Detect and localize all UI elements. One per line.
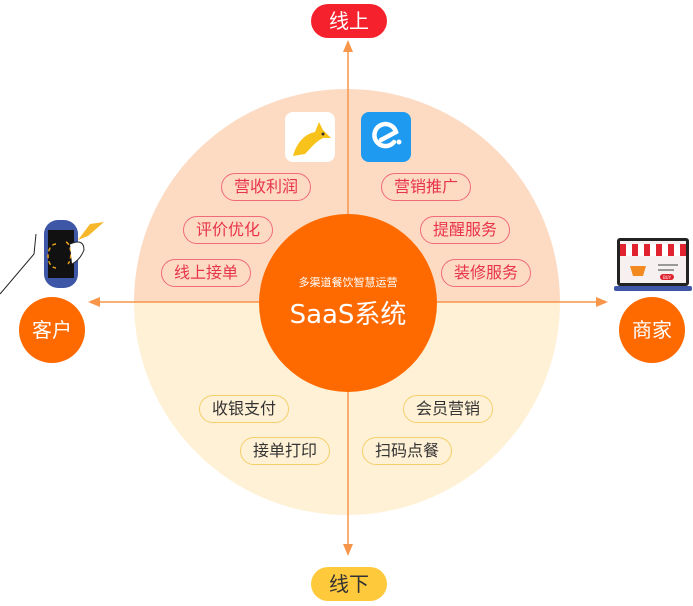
- feature-pill: 会员营销: [403, 395, 494, 423]
- arrow-up-icon: [343, 40, 353, 52]
- feature-pill: 线上接单: [161, 259, 252, 287]
- feature-pill: 扫码点餐: [362, 437, 453, 465]
- online-label: 线上: [311, 4, 387, 38]
- customer-node: 客户: [19, 297, 85, 363]
- feature-pill: 装修服务: [441, 259, 532, 287]
- merchant-node: 商家: [619, 297, 685, 363]
- meituan-kangaroo-icon: [285, 112, 335, 162]
- saas-core: 多渠道餐饮智慧运营 SaaS系统: [259, 214, 437, 392]
- offline-label: 线下: [311, 567, 387, 601]
- arrow-right-icon: [596, 297, 608, 307]
- feature-pill: 收银支付: [199, 395, 290, 423]
- core-title: SaaS系统: [289, 300, 407, 330]
- core-subtitle: 多渠道餐饮智慧运营: [298, 276, 398, 289]
- arrow-down-icon: [343, 544, 353, 556]
- buy-text: BUY: [663, 275, 672, 280]
- feature-pill: 评价优化: [183, 216, 274, 244]
- eleme-icon: [361, 112, 411, 162]
- arrow-left-icon: [88, 297, 100, 307]
- feature-pill: 提醒服务: [420, 216, 511, 244]
- phone-in-hand-icon: [0, 220, 104, 295]
- feature-pill: 接单打印: [240, 437, 331, 465]
- online-shop-laptop-icon: BUY: [614, 238, 692, 291]
- feature-pill: 营销推广: [381, 173, 472, 201]
- feature-pill: 营收利润: [221, 173, 312, 201]
